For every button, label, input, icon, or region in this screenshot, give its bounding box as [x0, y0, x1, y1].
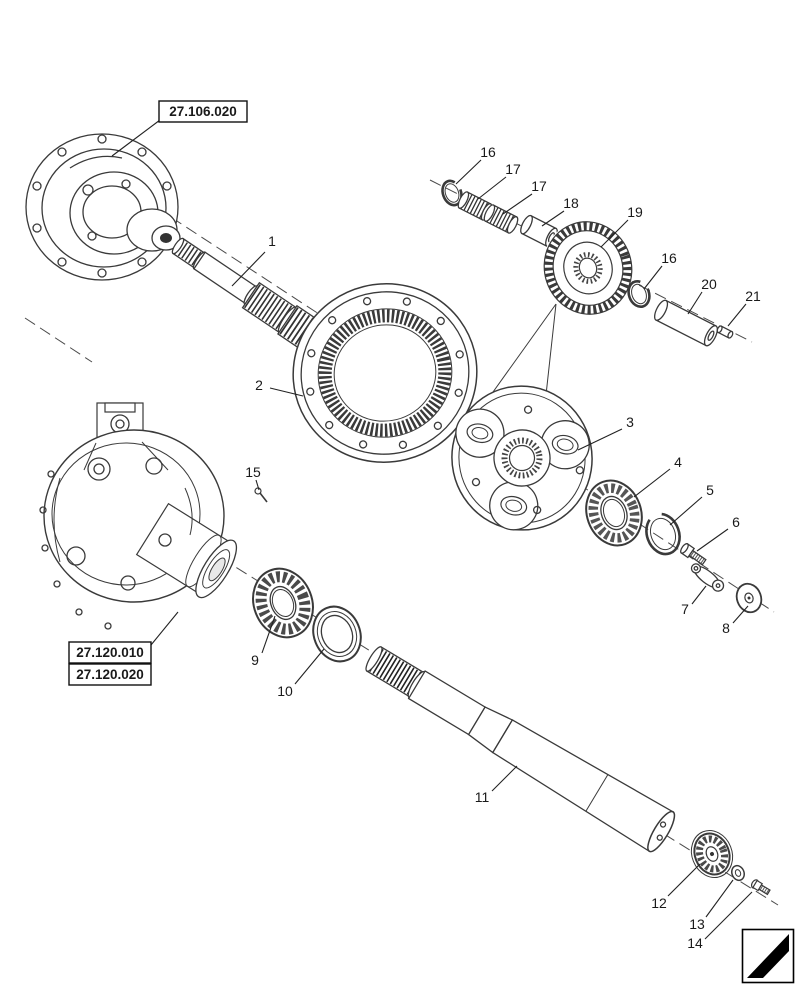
callout-1: 1	[231, 233, 276, 287]
ref-label-27-106-020[interactable]: 27.106.020	[169, 104, 237, 119]
planet-pin-20	[653, 299, 719, 347]
bolt-14	[750, 879, 771, 896]
svg-text:17: 17	[531, 178, 547, 194]
bolt-6	[680, 543, 707, 566]
ring-gear	[292, 283, 478, 463]
callout-17b: 17	[502, 178, 547, 215]
svg-text:5: 5	[706, 482, 714, 498]
svg-text:3: 3	[626, 414, 634, 430]
svg-text:18: 18	[563, 195, 579, 211]
svg-text:20: 20	[701, 276, 717, 292]
svg-text:7: 7	[681, 601, 689, 617]
svg-text:8: 8	[722, 620, 730, 636]
assembly-indicator-lines	[487, 303, 557, 405]
callout-5: 5	[669, 482, 714, 526]
planet-carrier	[451, 385, 593, 531]
callout-16b: 16	[643, 250, 677, 290]
callout-16a: 16	[455, 144, 496, 185]
snap-ring-5	[645, 512, 681, 556]
reference-links: 27.106.020 27.120.010 27.120.020	[68, 100, 248, 686]
callout-15: 15	[245, 464, 261, 491]
callout-12: 12	[651, 863, 701, 911]
callout-4: 4	[633, 454, 682, 498]
ref-box-27-120-020[interactable]: 27.120.020	[68, 663, 152, 686]
differential-housing	[25, 133, 181, 281]
lock-lever-7	[690, 563, 725, 592]
callout-11: 11	[475, 765, 518, 805]
svg-text:17: 17	[505, 161, 521, 177]
callout-21: 21	[727, 288, 761, 327]
svg-text:10: 10	[277, 683, 293, 699]
callout-14: 14	[687, 891, 753, 951]
callouts: 1 2 3 4 5 6 7 8	[231, 144, 761, 951]
svg-text:6: 6	[732, 514, 740, 530]
thrust-washer-10	[312, 605, 362, 663]
washer-disc-8	[735, 582, 763, 614]
bearing-9	[252, 567, 314, 639]
callout-20: 20	[687, 276, 717, 315]
planet-pinion-17b	[483, 204, 519, 234]
svg-text:12: 12	[651, 895, 667, 911]
callout-18: 18	[541, 195, 579, 227]
bearing-12	[690, 830, 734, 878]
svg-text:13: 13	[689, 916, 705, 932]
svg-text:2: 2	[255, 377, 263, 393]
axle-shaft	[365, 646, 676, 853]
svg-text:21: 21	[745, 288, 761, 304]
callout-8: 8	[722, 605, 749, 636]
svg-text:15: 15	[245, 464, 261, 480]
ref-label-27-120-020[interactable]: 27.120.020	[76, 667, 144, 682]
svg-text:4: 4	[674, 454, 682, 470]
callout-3: 3	[577, 414, 634, 451]
callout-7: 7	[681, 585, 707, 617]
callout-19: 19	[600, 204, 643, 248]
svg-text:9: 9	[251, 652, 259, 668]
callout-10: 10	[277, 648, 325, 699]
ref-box-27-120-010[interactable]: 27.120.010	[68, 641, 152, 664]
callout-6: 6	[696, 514, 740, 552]
svg-text:1: 1	[268, 233, 276, 249]
callout-2: 2	[255, 377, 304, 397]
bearing-4	[585, 479, 643, 547]
snap-ring-16a	[441, 179, 463, 207]
callout-17a: 17	[477, 161, 521, 200]
ref-box-27-106-020[interactable]: 27.106.020	[158, 100, 248, 123]
snap-ring-16b	[627, 280, 651, 308]
callout-9: 9	[251, 615, 276, 668]
callout-13: 13	[689, 879, 734, 932]
page-marker	[741, 928, 795, 984]
ref-label-27-120-010[interactable]: 27.120.010	[76, 645, 144, 660]
svg-text:16: 16	[480, 144, 496, 160]
gear-19	[542, 220, 634, 316]
bolt-15	[254, 487, 268, 503]
svg-text:11: 11	[475, 789, 490, 805]
washer-13	[731, 864, 745, 882]
svg-text:16: 16	[661, 250, 677, 266]
svg-text:19: 19	[627, 204, 643, 220]
dowel-pin-21	[716, 325, 734, 339]
axle-housing	[39, 402, 238, 630]
page-orientation-icon	[747, 934, 789, 978]
svg-text:14: 14	[687, 935, 703, 951]
